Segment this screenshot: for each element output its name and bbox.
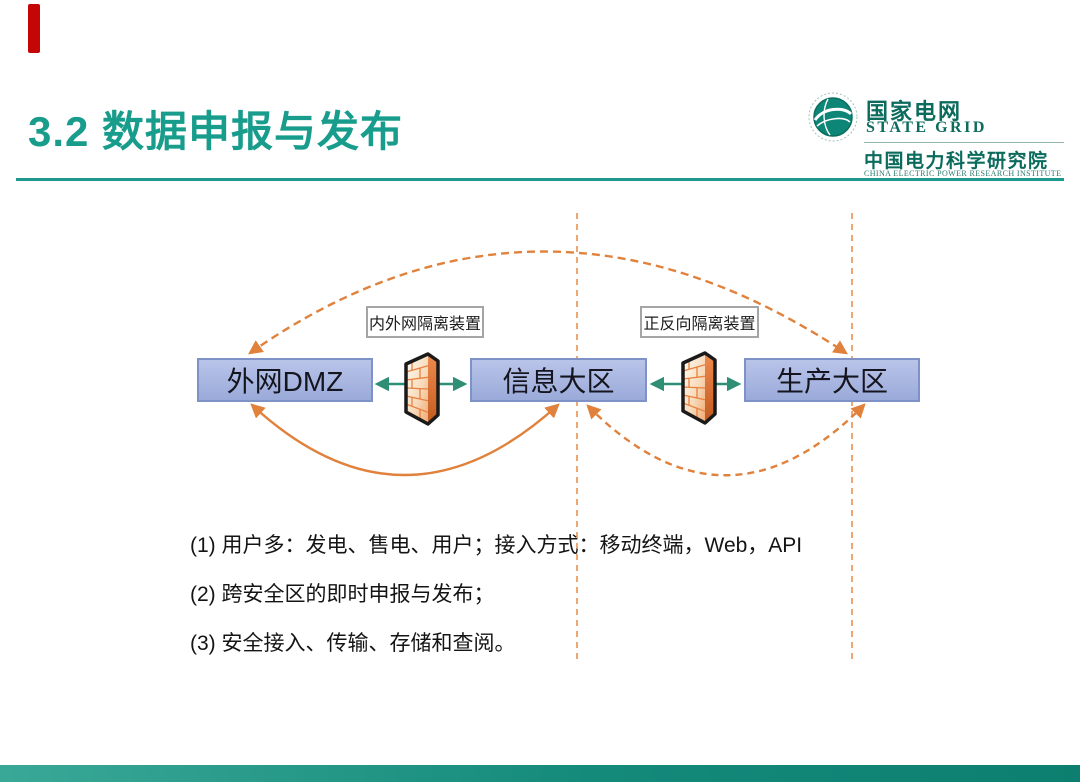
logo-org-en: CHINA ELECTRIC POWER RESEARCH INSTITUTE [864,169,1062,178]
arc-bottom-dashed [586,403,866,477]
zone-box-external-dmz: 外网DMZ [197,358,373,402]
notes-list: (1) 用户多：发电、售电、用户；接入方式：移动终端，Web，API (2) 跨… [190,534,802,681]
footer-accent-bar [0,765,1080,782]
logo-brand-en: STATE GRID [866,119,987,136]
zone-box-information: 信息大区 [470,358,647,402]
red-accent-bar [28,4,40,53]
globe-icon [808,92,858,142]
note-line-1: (1) 用户多：发电、售电、用户；接入方式：移动终端，Web，API [190,534,803,557]
logo-brand-cn: 国家电网 [866,99,963,124]
note-line-2: (2) 跨安全区的即时申报与发布； [190,583,495,606]
device-label-forward-reverse-isolation: 正反向隔离装置 [640,306,759,338]
device-label-inner-outer-isolation: 内外网隔离装置 [366,306,484,338]
note-line-3: (3) 安全接入、传输、存储和查阅。 [190,632,516,655]
logo-divider [864,142,1064,143]
page-title: 3.2 数据申报与发布 [28,108,404,155]
title-divider [16,178,1064,181]
zone-box-production: 生产大区 [744,358,920,402]
logo-org-cn: 中国电力科学研究院 [864,151,1049,172]
firewall-icon-2 [681,351,717,425]
arc-bottom-solid [250,403,560,477]
firewall-icon-1 [404,352,440,426]
logo: 国家电网 STATE GRID 中国电力科学研究院 CHINA ELECTRIC… [800,92,1066,178]
